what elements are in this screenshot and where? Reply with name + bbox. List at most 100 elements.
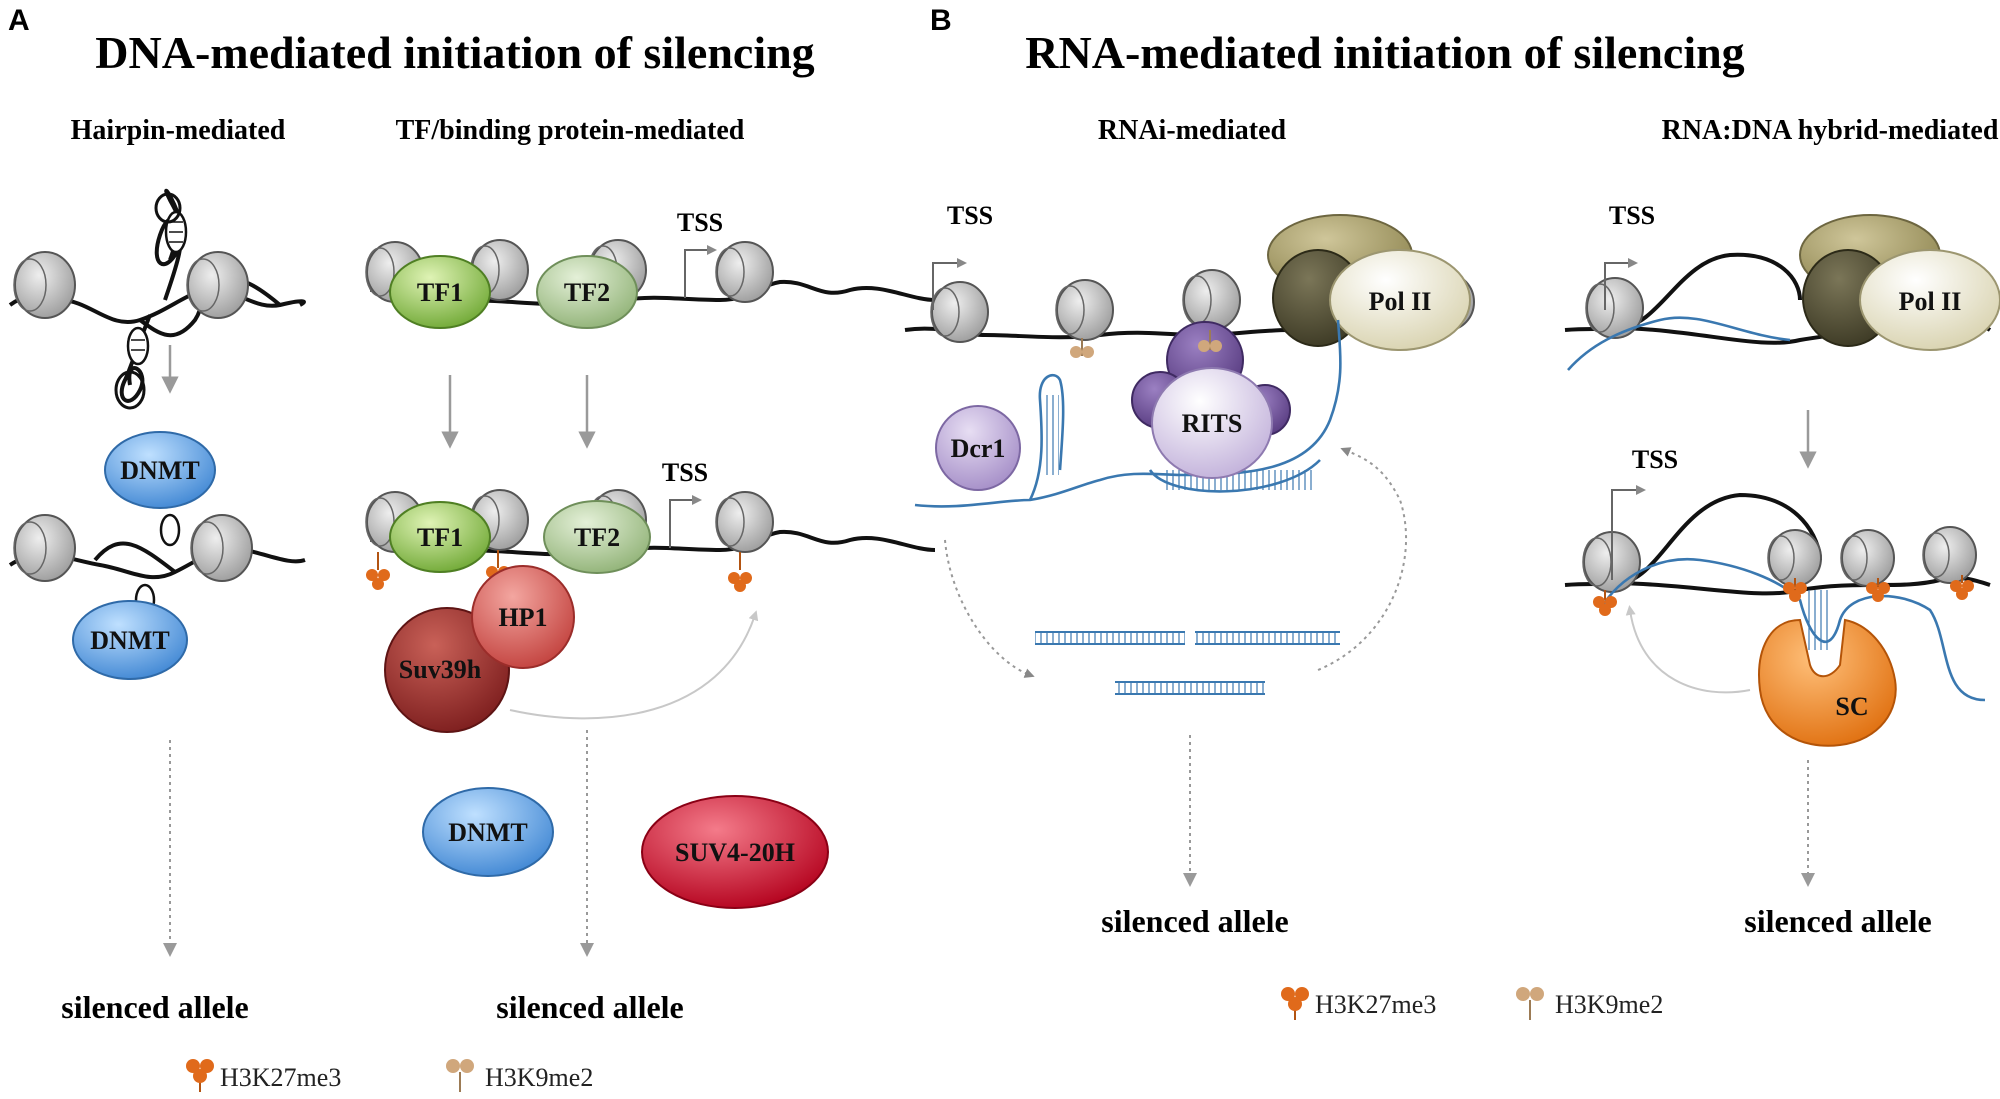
- h3k27me3-mark-icon: [1783, 578, 1807, 602]
- hairpin-subtitle: Hairpin-mediated: [71, 115, 286, 146]
- suv4-20h-protein: SUV4-20H: [641, 795, 829, 909]
- h3k9me2-legend-label: H3K9me2: [1555, 990, 1663, 1019]
- h3k9me2-legend-icon: [1516, 987, 1544, 1020]
- rna-hairpin-stem: [1043, 395, 1059, 475]
- panel-a-letter: A: [8, 4, 30, 37]
- sc-complex: SC: [1758, 618, 1897, 747]
- panel-a-legend: H3K27me3 H3K9me2: [186, 1059, 593, 1092]
- dnmt-protein-bottom: DNMT: [72, 600, 188, 680]
- h3k9me2-mark-icon: [1198, 330, 1222, 352]
- nascent-rna-hairpin: [1028, 374, 1065, 501]
- svg-text:TF1: TF1: [417, 278, 463, 307]
- nucleosome: [1055, 279, 1114, 341]
- dcr1-protein: Dcr1: [935, 405, 1021, 491]
- tss-label: TSS: [677, 208, 723, 237]
- svg-text:Pol II: Pol II: [1369, 287, 1432, 316]
- sirna-duplex: [1035, 632, 1185, 644]
- tss-label: TSS: [662, 458, 708, 487]
- svg-text:SUV4-20H: SUV4-20H: [675, 838, 795, 867]
- h3k27me3-legend-icon: [1281, 987, 1309, 1020]
- tf-result: silenced allele: [496, 989, 684, 1025]
- rna-dna-hybrid-strand: [1567, 316, 1791, 371]
- nucleosome: [930, 281, 989, 343]
- nucleosome: [1182, 269, 1241, 331]
- nucleosome: [13, 514, 76, 582]
- tf-subtitle: TF/binding protein-mediated: [396, 115, 745, 146]
- sirna-duplex: [1115, 682, 1265, 694]
- hairpin-top-diagram: [8, 188, 306, 410]
- dna-hairpin-helix: [159, 513, 181, 547]
- tss-arrow-icon: [684, 245, 717, 298]
- tss-label: TSS: [947, 201, 993, 230]
- h3k27me3-mark-icon: [1866, 578, 1890, 602]
- h3k9me2-legend-icon: [446, 1059, 474, 1092]
- tss-label: TSS: [1632, 445, 1678, 474]
- dna-hairpin-loop: [154, 192, 182, 224]
- panel-b-title: RNA-mediated initiation of silencing: [1025, 27, 1744, 78]
- panel-a-title: DNA-mediated initiation of silencing: [95, 27, 814, 78]
- tss-arrow-icon: [1611, 485, 1646, 580]
- dna-hairpin-loop: [114, 370, 146, 410]
- tss-label: TSS: [1609, 201, 1655, 230]
- hairpin-mid-diagram: [8, 513, 306, 617]
- panel-b-legend: H3K27me3 H3K9me2: [1281, 987, 1663, 1020]
- rits-complex: RITS: [1131, 321, 1291, 479]
- svg-text:DNMT: DNMT: [90, 626, 169, 655]
- hairpin-result: silenced allele: [61, 989, 249, 1025]
- tf1-protein-top: TF1: [389, 255, 491, 329]
- nucleosome: [190, 514, 253, 582]
- loading-arrow: [1317, 447, 1408, 671]
- hybrid-subtitle: RNA:DNA hybrid-mediated: [1662, 115, 1999, 146]
- rnai-subtitle: RNAi-mediated: [1098, 115, 1287, 146]
- nucleosome: [715, 241, 774, 303]
- svg-text:TF1: TF1: [417, 523, 463, 552]
- tf2-protein-top: TF2: [536, 255, 638, 329]
- svg-text:HP1: HP1: [498, 603, 547, 632]
- nucleosome: [715, 491, 774, 553]
- svg-text:DNMT: DNMT: [448, 818, 527, 847]
- nucleosome: [1922, 526, 1977, 584]
- nucleosome: [1840, 529, 1895, 587]
- h3k9me2-mark-icon: [1070, 338, 1094, 358]
- h3k27me3-mark-icon: [366, 552, 390, 590]
- h3k27me3-mark-icon: [1593, 590, 1617, 616]
- tss-arrow-icon: [1604, 258, 1638, 310]
- dnmt-protein-top: DNMT: [104, 431, 216, 509]
- h3k27me3-mark-icon: [728, 552, 752, 592]
- nucleosome: [186, 251, 249, 319]
- tss-arrow-icon: [669, 495, 702, 548]
- h3k27me3-legend-label: H3K27me3: [220, 1063, 341, 1092]
- tf1-protein-mid: TF1: [389, 501, 491, 573]
- tf2-protein-mid: TF2: [543, 500, 651, 574]
- hybrid-mid-diagram: TSS: [1564, 445, 1991, 702]
- pol2-complex-hybrid: Pol II: [1799, 214, 2000, 351]
- nucleosome: [1585, 277, 1644, 339]
- svg-text:DNMT: DNMT: [120, 456, 199, 485]
- svg-text:RITS: RITS: [1182, 409, 1243, 438]
- svg-text:Pol II: Pol II: [1899, 287, 1962, 316]
- dicing-arrow: [944, 539, 1035, 678]
- sirna-duplex: [1195, 632, 1340, 644]
- h3k27me3-legend-label: H3K27me3: [1315, 990, 1436, 1019]
- h3k27me3-legend-icon: [186, 1059, 214, 1092]
- svg-text:Dcr1: Dcr1: [951, 434, 1006, 463]
- spreading-arrow: [509, 610, 759, 720]
- hp1-protein: HP1: [471, 565, 575, 669]
- rnai-result: silenced allele: [1101, 903, 1289, 939]
- nucleosome: [1767, 529, 1822, 587]
- svg-text:SC: SC: [1835, 692, 1868, 721]
- dnmt-protein-lower: DNMT: [422, 787, 554, 877]
- nucleosome: [13, 251, 76, 319]
- svg-text:TF2: TF2: [574, 523, 620, 552]
- r-loop-hybrid: [1808, 590, 1830, 650]
- tss-arrow-icon: [932, 258, 967, 310]
- svg-text:TF2: TF2: [564, 278, 610, 307]
- h3k9me2-legend-label: H3K9me2: [485, 1063, 593, 1092]
- hybrid-spreading-arrow: [1625, 605, 1751, 694]
- pol2-complex-rnai: Pol II: [1267, 214, 1471, 351]
- sirna-duplexes: [1035, 631, 1340, 695]
- h3k27me3-mark-icon: [1950, 575, 1974, 600]
- dna-hairpin-helix: [126, 326, 150, 366]
- hybrid-result: silenced allele: [1744, 903, 1932, 939]
